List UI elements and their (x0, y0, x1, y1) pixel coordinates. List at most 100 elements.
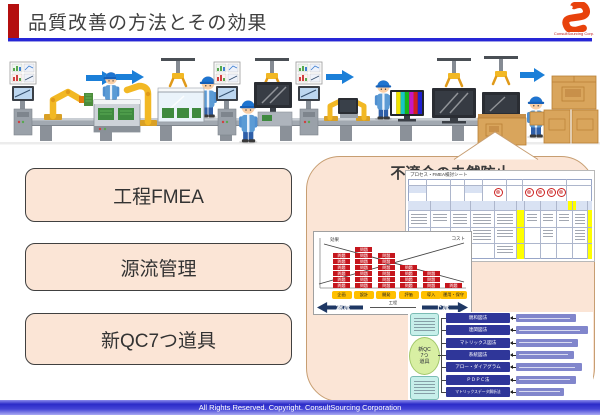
inspection-case (157, 87, 205, 123)
method-label: 工程FMEA (113, 186, 204, 208)
problem-block: 問題 (400, 277, 418, 282)
qc-connector (441, 379, 446, 381)
overhead-gripper (482, 56, 520, 86)
qc-note-box (410, 376, 439, 400)
problem-block: 問題 (333, 277, 350, 282)
overhead-gripper (435, 56, 473, 88)
qc-tool-box: マトリックスデータ解析法 (446, 386, 510, 397)
stage-label: 設計 (353, 291, 374, 299)
monitor-kiosk (9, 61, 37, 136)
tv-monitor (254, 82, 293, 127)
problem-block: 問題 (377, 277, 395, 282)
production-line-illustration (0, 56, 600, 146)
qc-tool-description-bar (516, 338, 578, 347)
qc-tool-box: アロー・ダイアグラム (446, 362, 510, 373)
stage-label: 評価 (398, 291, 419, 299)
qc-tool-box: マトリックス図法 (446, 337, 510, 348)
problem-block: 問題 (355, 283, 373, 288)
company-logo-icon (552, 1, 596, 38)
qc-tool-description-bar (516, 387, 564, 396)
problem-block: 問題 (333, 259, 350, 264)
tv-monitor (432, 88, 476, 124)
stage-label: 開発 (376, 291, 397, 299)
qc-tool-description-bar (516, 314, 576, 322)
overhead-gripper (159, 56, 197, 88)
problem-block: 問題 (377, 283, 395, 288)
qc-arrow-icon (510, 340, 513, 345)
source-management-chart: 効果 コスト 問題問題問題問題問題問題企画問題問題問題問題問題問題問題設計問題問… (313, 231, 472, 315)
qc-connector (511, 379, 516, 381)
approval-stamp-icon (546, 187, 556, 197)
qc-connector (511, 342, 516, 344)
rgb-test-monitor (390, 90, 424, 122)
qc-arrow-icon (510, 328, 513, 333)
qc-connector (441, 342, 446, 344)
problem-block: 問題 (355, 247, 373, 252)
carried-box (529, 111, 545, 126)
problem-block: 問題 (333, 283, 350, 288)
qc-note-box (410, 313, 439, 336)
qc-connector (511, 318, 516, 319)
qc-connector (441, 354, 446, 356)
bars-layer: 問題問題問題問題問題問題企画問題問題問題問題問題問題問題設計問題問題問題問題問題… (314, 232, 471, 314)
header-divider (8, 38, 592, 41)
fmea-sheet-title: プロセス・FMEA検討シート (410, 172, 468, 177)
qc-arrow-icon (510, 352, 513, 357)
qc-connector (438, 355, 442, 356)
problem-block: 問題 (445, 283, 462, 288)
approval-stamp-icon (524, 187, 534, 197)
worker (374, 80, 392, 121)
line-label: 効果 (330, 236, 339, 243)
effect-callout: 不適合の未然防止 プロセス・FMEA検討シート (306, 156, 595, 402)
qc-connector (441, 391, 446, 393)
problem-block: 問題 (355, 265, 373, 270)
problem-block: 問題 (377, 253, 395, 258)
new-qc7-tools-diagram: 新QC 7つ 道具 親和図法連関図法マトリックス図法系統図法アロー・ダイアグラム… (408, 312, 593, 400)
stage-label: 運用・保守 (440, 291, 467, 299)
process-axis-line (370, 307, 416, 308)
monitor-kiosk (213, 61, 241, 136)
callout-pointer (453, 131, 539, 160)
approval-stamp-icon (535, 187, 545, 197)
stage-label: 導入 (421, 291, 442, 299)
qc-arrow-icon (510, 365, 513, 370)
problem-block: 問題 (377, 259, 395, 264)
qc-connector (441, 367, 446, 369)
flow-arrow (326, 70, 354, 84)
qc-connector (441, 330, 446, 332)
qc-connector (511, 330, 516, 332)
problem-block: 問題 (377, 265, 395, 270)
problem-block: 問題 (400, 271, 418, 276)
qc-arrow-icon (510, 377, 513, 382)
problem-block: 問題 (355, 271, 373, 276)
page-title: 品質改善の方法とその効果 (28, 13, 268, 34)
problem-block: 問題 (400, 283, 418, 288)
flow-arrow (116, 70, 144, 84)
process-axis-label: 工程 (388, 300, 398, 305)
qc-tool-box: 連関図法 (446, 325, 510, 336)
monitor-kiosk (295, 61, 323, 136)
qc-connector (511, 367, 516, 369)
method-label: 源流管理 (120, 258, 197, 280)
problem-block: 問題 (400, 265, 418, 270)
problem-block: 問題 (333, 253, 350, 258)
qc-group-ellipse: 新QC 7つ 道具 (409, 337, 440, 375)
upstream-arrow: 源流 (317, 302, 363, 313)
qc-tool-description-bar (516, 350, 574, 359)
method-label: 新QC7つ道具 (100, 330, 217, 352)
problem-block: 問題 (377, 271, 395, 276)
problem-block: 問題 (422, 283, 440, 288)
qc-connector (441, 318, 446, 319)
footer-copyright: All Rights Reserved. Copyright. ConsultS… (0, 400, 600, 415)
problem-block: 問題 (422, 271, 440, 276)
qc-connector (511, 391, 516, 393)
overhead-gripper (253, 56, 291, 88)
qc-connector (511, 354, 516, 356)
title-accent-bar (8, 4, 19, 38)
qc-tool-description-bar (516, 326, 588, 335)
problem-block: 問題 (422, 277, 440, 282)
approval-stamp-icon (493, 187, 503, 197)
downstream-arrow: 下流 (422, 302, 468, 313)
qc-tool-description-bar (516, 375, 576, 384)
